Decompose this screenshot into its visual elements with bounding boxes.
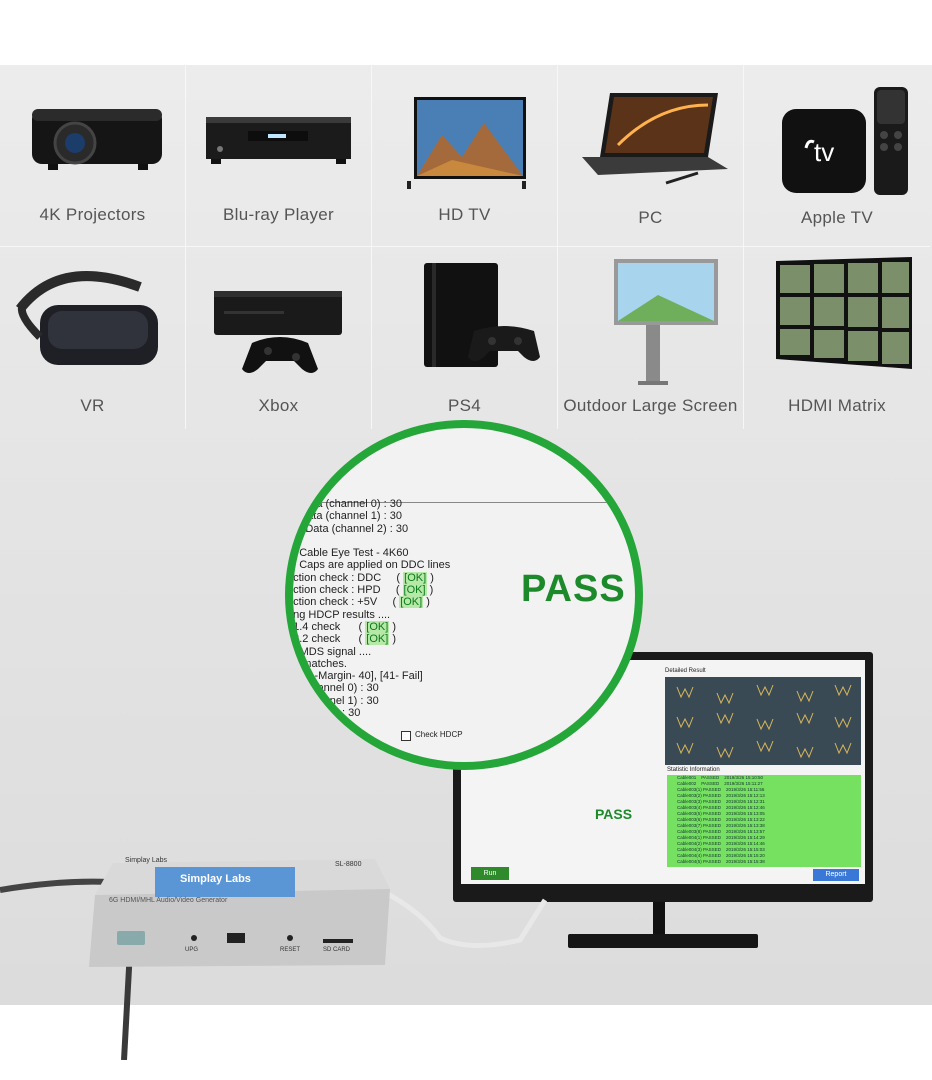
category-label: Xbox [258, 396, 299, 415]
eye-pattern-panel [665, 677, 861, 765]
usb-port[interactable] [227, 933, 245, 943]
magnified-log-circle: Data (channel 0) : 30 Data (channel 1) :… [285, 420, 643, 770]
log-line: 1.4 check ( [OK] ) [287, 620, 397, 633]
divider [293, 502, 635, 503]
monitor: Detailed Result Statistic Information Ca… [453, 652, 873, 948]
xbox-icon [214, 291, 342, 373]
table-row: Cable003(5) PASSED 2019/3/26 15:13:05 [677, 811, 765, 816]
category-label: HD TV [438, 205, 491, 224]
eye-pattern [676, 684, 852, 759]
table-row: Cable002 PASSED 2019/3/26 15:11:27 [677, 781, 763, 786]
reset-label: RESET [280, 947, 301, 953]
category-bluray: Blu-ray Player [186, 65, 372, 247]
table-row: Cable003(7) PASSED 2019/3/26 15:13:38 [677, 823, 765, 828]
table-row: Cable003(6) PASSED 2019/3/26 15:13:22 [677, 817, 765, 822]
statistic-table: Cable001 PASSED 2019/3/26 15:10:50 Cable… [667, 775, 861, 867]
table-row: Cable004(3) PASSED 2019/3/26 15:15:03 [677, 847, 765, 852]
hdmi-port[interactable] [117, 931, 145, 945]
pass-result: PASS [521, 568, 626, 610]
category-label: 4K Projectors [39, 205, 146, 224]
stat-title: Statistic Information [667, 767, 720, 773]
monitor-stand [653, 902, 665, 942]
check-hdcp-label: Check HDCP [415, 730, 463, 739]
table-row: Cable004(1) PASSED 2019/3/26 15:14:29 [677, 835, 765, 840]
video-wall-icon [776, 257, 912, 369]
table-row: Cable003(4) PASSED 2019/3/26 15:12:46 [677, 805, 765, 810]
bluray-player-icon [206, 117, 351, 164]
av-generator-device: Simplay Labs SL-8800 Simplay Labs 6G HDM… [85, 855, 390, 975]
log-line: Data (channel 1) : 30 [287, 510, 402, 523]
log-line: TMDS signal .... [287, 645, 372, 658]
run-button[interactable]: Run [471, 867, 509, 880]
upg-led [191, 935, 197, 941]
table-row: Cable001 PASSED 2019/3/26 15:10:50 [677, 775, 763, 780]
table-row: Cable003(3) PASSED 2019/3/26 15:12:31 [677, 799, 765, 804]
detail-title: Detailed Result [665, 668, 706, 674]
monitor-pass-text: PASS [595, 806, 633, 822]
check-hdcp-checkbox[interactable] [401, 731, 411, 741]
log-line: hannel 2) : 30 [287, 707, 361, 720]
log-line: Cable Eye Test - 4K60 [287, 547, 409, 560]
billboard-icon [614, 259, 718, 385]
log-line: ng HDCP results .... [287, 608, 391, 621]
sd-card-slot[interactable] [323, 939, 353, 943]
log-line: n matches. [287, 657, 347, 670]
category-pc: PC [558, 65, 744, 247]
eye-test-label: h Test [303, 731, 325, 740]
compatible-devices-grid: 4K Projectors Blu-ray Player HD TV [0, 65, 932, 430]
table-row: Cable004(4) PASSED 2019/3/26 15:15:20 [677, 853, 765, 858]
tv-icon [407, 97, 526, 189]
category-label: HDMI Matrix [788, 396, 886, 415]
device-subtitle: 6G HDMI/MHL Audio/Video Generator [109, 897, 228, 904]
model-label: SL-8800 [335, 861, 362, 868]
log-line: Caps are applied on DDC lines [287, 559, 451, 572]
log-line: Data (channel 0) : 30 [287, 498, 402, 510]
log-line: ction check : HPD ( [OK] ) [287, 584, 434, 597]
table-row: Cable003(1) PASSED 2019/3/26 15:11:56 [677, 787, 765, 792]
category-4k-projectors: 4K Projectors [0, 65, 186, 247]
vr-headset-icon [16, 271, 158, 365]
category-xbox: Xbox [186, 247, 372, 429]
table-row: Cable003(8) PASSED 2019/3/26 15:13:57 [677, 829, 765, 834]
report-button[interactable]: Report [813, 869, 859, 881]
table-row: Cable004(5) PASSED 2019/3/26 15:15:38 [677, 859, 765, 864]
brand-tag: Simplay Labs [125, 857, 168, 864]
log-line: ction check : DDC ( [OK] ) [287, 571, 434, 584]
cables [0, 878, 548, 1060]
category-hdmi-matrix: HDMI Matrix [744, 247, 930, 429]
category-outdoor-screen: Outdoor Large Screen [558, 247, 744, 429]
category-label: Outdoor Large Screen [563, 396, 738, 415]
category-label: PS4 [447, 396, 482, 415]
projector-icon [32, 109, 162, 170]
category-label: Blu-ray Player [223, 205, 334, 224]
reset-button[interactable] [287, 935, 293, 941]
log-line: a (channel 1) : 30 [287, 694, 379, 707]
category-vr: VR [0, 247, 186, 429]
category-appletv: tv Apple TV [744, 65, 930, 247]
apple-tv-icon: tv [782, 87, 908, 195]
category-hdtv: HD TV [372, 65, 558, 247]
ps4-icon [424, 263, 540, 367]
log-line: a (channel 0) : 30 [287, 682, 379, 695]
category-label: PC [638, 208, 663, 227]
log-text: Data (channel 0) : 30 Data (channel 1) :… [287, 498, 451, 720]
table-row: Cable003(2) PASSED 2019/3/26 15:12:13 [677, 793, 765, 798]
category-ps4: PS4 [372, 247, 558, 429]
log-line: ction check : +5V ( [OK] ) [287, 596, 430, 609]
category-label: Apple TV [800, 208, 874, 227]
laptop-icon [582, 93, 728, 185]
upg-label: UPG [185, 947, 199, 953]
apple-tv-text: tv [814, 137, 834, 167]
screen-brand: Simplay Labs [180, 873, 251, 885]
log-line: , [31-Margin- 40], [41- Fail] [287, 670, 423, 683]
log-line: 2.2 check ( [OK] ) [287, 633, 397, 646]
monitor-base [568, 934, 758, 948]
category-label: VR [80, 396, 105, 415]
table-row: Cable004(2) PASSED 2019/3/26 15:14:46 [677, 841, 765, 846]
device-body [89, 859, 390, 967]
sd-card-label: SD CARD [323, 947, 351, 953]
log-line: e Data (channel 2) : 30 [287, 522, 409, 535]
